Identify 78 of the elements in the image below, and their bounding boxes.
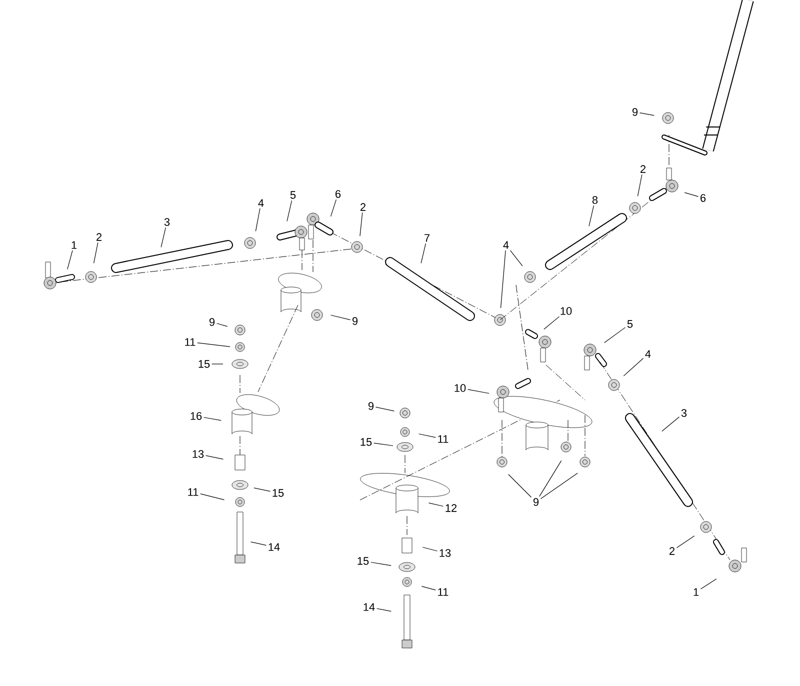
callout-number: 5: [627, 320, 633, 328]
callout-number: 15: [360, 438, 372, 446]
leader-line: [422, 546, 438, 552]
callout-number: 2: [670, 547, 674, 555]
callout-number: 11: [438, 588, 448, 596]
callout-number: 12: [446, 504, 457, 512]
leader-line: [662, 416, 680, 432]
callout-number: 2: [96, 233, 102, 241]
callout-number: 13: [192, 450, 204, 458]
callout-number: 16: [190, 412, 202, 420]
leader-line: [500, 250, 506, 308]
leader-line: [684, 192, 699, 197]
leader-line: [254, 488, 271, 492]
leader-line: [255, 208, 260, 232]
leader-line: [700, 578, 717, 590]
leader-line: [204, 417, 222, 421]
callout-number: 8: [592, 196, 598, 204]
callout-number: 9: [533, 498, 539, 506]
leader-line: [93, 242, 98, 264]
callout-number: 6: [700, 194, 706, 202]
leader-line: [197, 342, 230, 347]
leader-line: [623, 358, 644, 376]
leader-line: [508, 474, 532, 498]
callout-number: 14: [364, 603, 375, 611]
callout-number: 15: [198, 360, 210, 368]
leader-line: [376, 608, 392, 612]
leader-line: [588, 205, 594, 227]
leader-line: [216, 323, 228, 327]
leader-line: [250, 542, 267, 546]
leader-line: [374, 442, 394, 446]
leader-line: [370, 562, 392, 566]
leader-line: [67, 250, 73, 270]
callout-number: 9: [209, 318, 215, 326]
leader-line: [639, 112, 654, 116]
callout-number: 13: [440, 549, 451, 557]
callout-number: 9: [352, 317, 358, 325]
callout-number: 11: [188, 488, 198, 496]
leader-line: [330, 314, 351, 320]
callout-number: 10: [560, 307, 572, 315]
leader-line: [330, 199, 336, 217]
callout-number: 15: [272, 489, 284, 497]
leader-line: [676, 536, 695, 548]
leader-line: [468, 389, 490, 394]
leader-line: [544, 316, 560, 330]
callout-number: 10: [454, 384, 466, 392]
callout-number: 4: [503, 241, 509, 249]
callout-number: 14: [268, 543, 280, 551]
leader-line: [510, 250, 523, 266]
leader-line: [418, 434, 436, 438]
leader-line: [360, 212, 363, 236]
callout-number: 6: [336, 190, 341, 198]
leader-line: [200, 494, 225, 500]
leader-line: [428, 502, 444, 507]
leader-line: [540, 472, 578, 499]
callout-number: 11: [438, 435, 448, 443]
callout-number: 4: [258, 199, 264, 207]
leader-line: [420, 243, 426, 264]
callout-number: 1: [694, 588, 699, 596]
leader-line: [421, 586, 436, 590]
leader-line: [637, 174, 642, 196]
callout-number: 4: [645, 350, 651, 358]
callout-number: 3: [681, 409, 687, 417]
callout-number: 11: [185, 338, 196, 346]
leader-line: [286, 200, 292, 222]
leader-line: [206, 455, 224, 460]
callout-number: 3: [164, 218, 170, 226]
leader-line: [375, 406, 394, 412]
callout-number: 5: [290, 191, 296, 199]
leader-line: [160, 227, 166, 248]
callout-number: 2: [360, 203, 366, 211]
leader-line: [539, 460, 562, 497]
leader-line: [604, 327, 626, 343]
callout-number: 7: [424, 234, 430, 242]
callout-number: 1: [72, 241, 77, 249]
callout-number: 2: [640, 165, 646, 173]
callout-number: 9: [368, 402, 374, 410]
callout-number: 15: [358, 557, 369, 565]
callout-number: 9: [632, 108, 638, 116]
